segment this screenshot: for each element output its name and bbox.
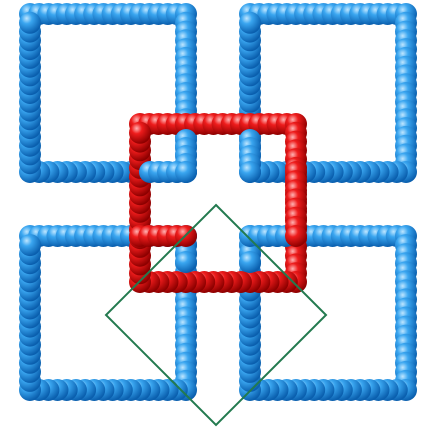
top-left-ring-bead — [19, 11, 41, 34]
bottom-right-ring-bead — [239, 251, 261, 273]
center-ring-bead — [285, 225, 307, 247]
unit-cell-diamond — [104, 203, 328, 427]
top-right-ring-bead — [239, 11, 261, 34]
top-left-ring-bead — [175, 161, 197, 183]
bottom-left-ring-bead — [175, 251, 197, 273]
bottom-left-ring-bead — [19, 234, 41, 257]
top-right-ring-bead — [239, 161, 261, 183]
ring-layer-back — [19, 3, 417, 401]
ring-layer-front — [129, 129, 307, 273]
center-ring-bead — [129, 121, 151, 144]
